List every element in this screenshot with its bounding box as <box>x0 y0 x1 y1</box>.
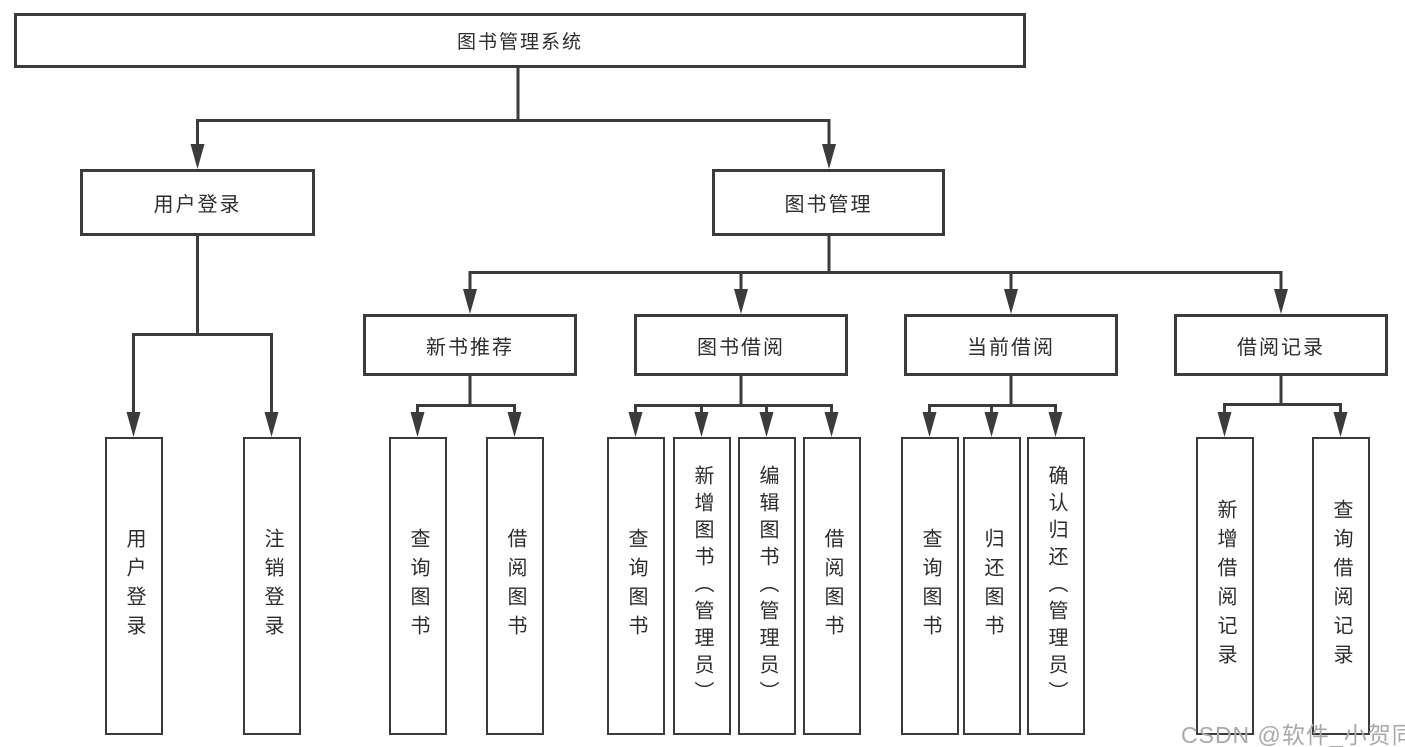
node-borrowing-records: 借阅记录 <box>1174 314 1388 376</box>
leaf-return-books: 归还图书 <box>963 437 1021 735</box>
arrow-down-icon <box>824 412 839 437</box>
arrow-down-icon <box>822 144 836 169</box>
connector-root-to-level2 <box>196 68 831 146</box>
node-book-management: 图书管理 <box>712 169 945 236</box>
connector-userlogin-to-leaves <box>132 236 273 415</box>
arrow-down-icon <box>922 412 937 437</box>
node-label: 借阅记录 <box>1237 336 1325 359</box>
node-label: 新增借阅记录 <box>1214 499 1236 673</box>
arrow-down-icon <box>1274 289 1288 314</box>
node-label: 图书管理 <box>784 194 873 216</box>
node-user-login: 用户登录 <box>80 169 315 236</box>
arrow-down-icon <box>984 412 999 437</box>
leaf-query-books-borrowing: 查询图书 <box>607 437 665 735</box>
connector-bookborrow-to-leaves <box>634 376 833 414</box>
leaf-confirm-return-admin: 确认归还（管理员） <box>1027 437 1085 735</box>
leaf-edit-books-admin: 编辑图书（管理员） <box>738 437 796 735</box>
node-label: 新增图书（管理员） <box>691 464 713 708</box>
node-book-borrowing: 图书借阅 <box>634 314 848 376</box>
node-label: 归还图书 <box>981 528 1003 644</box>
leaf-add-borrow-record: 新增借阅记录 <box>1196 437 1254 735</box>
node-library-management-system: 图书管理系统 <box>14 13 1026 68</box>
leaf-query-books-current: 查询图书 <box>901 437 959 735</box>
node-label: 确认归还（管理员） <box>1045 464 1067 708</box>
arrow-down-icon <box>759 412 774 437</box>
arrow-down-icon <box>264 412 279 437</box>
connector-bookmgmt-to-level3 <box>468 236 1283 292</box>
node-label: 借阅图书 <box>821 528 843 644</box>
leaf-user-login: 用户登录 <box>105 437 163 735</box>
node-label: 查询图书 <box>407 528 429 644</box>
arrow-down-icon <box>1004 289 1018 314</box>
arrow-down-icon <box>628 412 643 437</box>
csdn-watermark: CSDN @软件_小贺同学 <box>1181 722 1405 747</box>
arrow-down-icon <box>507 412 522 437</box>
node-label: 图书管理系统 <box>456 32 583 53</box>
connector-newbook-to-leaves <box>416 376 516 414</box>
node-label: 查询图书 <box>919 528 941 644</box>
connector-borrowrecords-to-leaves <box>1223 376 1342 414</box>
leaf-query-borrow-record: 查询借阅记录 <box>1312 437 1370 735</box>
arrow-down-icon <box>1333 412 1348 437</box>
node-label: 图书借阅 <box>697 336 785 359</box>
leaf-query-books-recommend: 查询图书 <box>389 437 447 735</box>
leaf-logout: 注销登录 <box>243 437 301 735</box>
node-label: 查询图书 <box>625 528 647 644</box>
arrow-down-icon <box>410 412 425 437</box>
leaf-borrow-books-recommend: 借阅图书 <box>486 437 544 735</box>
node-label: 注销登录 <box>261 528 283 644</box>
node-current-borrowing: 当前借阅 <box>904 314 1118 376</box>
arrow-down-icon <box>126 412 141 437</box>
leaf-add-books-admin: 新增图书（管理员） <box>673 437 731 735</box>
node-label: 借阅图书 <box>504 528 526 644</box>
arrow-down-icon <box>463 289 477 314</box>
arrow-down-icon <box>694 412 709 437</box>
node-label: 当前借阅 <box>967 336 1055 359</box>
arrow-down-icon <box>734 289 748 314</box>
node-label: 编辑图书（管理员） <box>756 464 778 708</box>
node-new-book-recommendation: 新书推荐 <box>363 314 577 376</box>
node-label: 查询借阅记录 <box>1330 499 1352 673</box>
arrow-down-icon <box>1217 412 1232 437</box>
node-label: 用户登录 <box>123 528 145 644</box>
node-label: 新书推荐 <box>426 336 514 359</box>
connector-currentborrow-to-leaves <box>928 376 1057 414</box>
node-label: 用户登录 <box>153 194 242 216</box>
arrow-down-icon <box>190 144 205 169</box>
arrow-down-icon <box>1048 412 1063 437</box>
leaf-borrow-books-borrowing: 借阅图书 <box>803 437 861 735</box>
